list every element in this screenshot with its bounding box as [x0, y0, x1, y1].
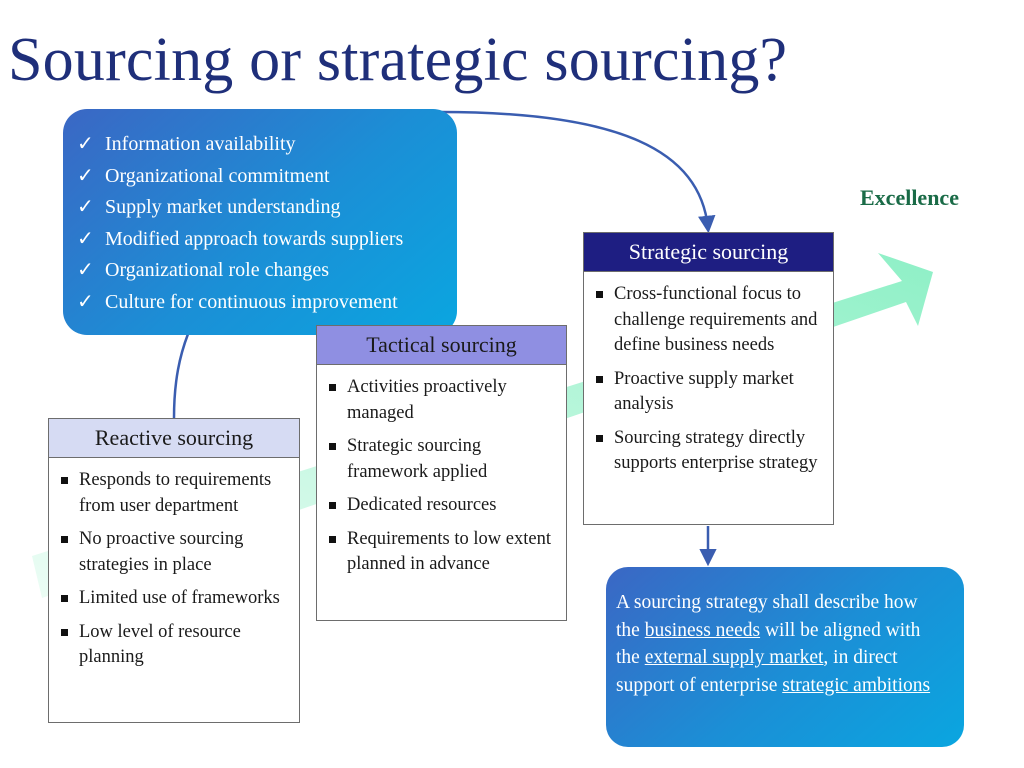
enabler-item: ✓Culture for continuous improvement	[77, 287, 457, 319]
excellence-label: Excellence	[860, 185, 959, 210]
list-item: No proactive sourcing strategies in plac…	[61, 527, 293, 578]
bullet-icon	[329, 443, 336, 450]
strategic-sourcing-list: Cross-functional focus to challenge requ…	[584, 272, 833, 477]
tactical-sourcing-list: Activities proactively managed Strategic…	[317, 365, 566, 578]
enablers-list: ✓Information availability ✓Organizationa…	[77, 129, 457, 318]
list-item: Strategic sourcing framework applied	[329, 434, 560, 485]
enablers-box: ✓Information availability ✓Organizationa…	[63, 109, 457, 335]
bullet-icon	[329, 502, 336, 509]
enabler-item: ✓Supply market understanding	[77, 192, 457, 224]
list-item: Low level of resource planning	[61, 620, 293, 671]
bullet-icon	[596, 434, 603, 442]
check-icon: ✓	[77, 133, 94, 155]
check-icon: ✓	[77, 290, 94, 313]
reactive-sourcing-heading: Reactive sourcing	[49, 419, 299, 458]
bullet-icon	[329, 384, 336, 391]
bullet-icon	[596, 375, 603, 383]
enabler-item: ✓Information availability	[77, 129, 457, 161]
check-icon: ✓	[77, 227, 94, 250]
reactive-sourcing-box: Reactive sourcing Responds to requiremen…	[48, 418, 300, 723]
enabler-item: ✓Organizational commitment	[77, 161, 457, 193]
bullet-icon	[61, 628, 68, 636]
connector-enablers-to-strategic	[439, 110, 716, 234]
external-supply-market-link: external supply market	[644, 647, 824, 668]
list-item: Limited use of frameworks	[61, 586, 293, 612]
sourcing-strategy-note: A sourcing strategy shall describe how t…	[606, 567, 964, 747]
list-item: Responds to requirements from user depar…	[61, 468, 293, 519]
bullet-icon	[61, 477, 68, 484]
check-icon: ✓	[77, 259, 94, 281]
strategic-ambitions-link: strategic ambitions	[782, 674, 931, 696]
bullet-icon	[61, 595, 68, 602]
tactical-sourcing-heading: Tactical sourcing	[317, 326, 566, 365]
check-icon: ✓	[77, 164, 94, 187]
list-item: Sourcing strategy directly supports ente…	[596, 426, 827, 477]
list-item: Activities proactively managed	[329, 375, 560, 426]
connector-reactive-to-enablers	[172, 333, 190, 419]
list-item: Requirements to low extent planned in ad…	[329, 527, 560, 578]
bullet-icon	[61, 536, 68, 543]
enabler-item: ✓Modified approach towards suppliers	[77, 224, 457, 256]
business-needs-link: business needs	[644, 619, 761, 641]
list-item: Dedicated resources	[329, 493, 560, 519]
bullet-icon	[329, 535, 336, 543]
bullet-icon	[596, 291, 603, 298]
strategic-sourcing-heading: Strategic sourcing	[584, 233, 833, 272]
check-icon: ✓	[77, 196, 94, 218]
strategic-sourcing-box: Strategic sourcing Cross-functional focu…	[583, 232, 834, 525]
page-title: Sourcing or strategic sourcing?	[8, 26, 788, 94]
tactical-sourcing-box: Tactical sourcing Activities proactively…	[316, 325, 567, 621]
reactive-sourcing-list: Responds to requirements from user depar…	[49, 458, 299, 671]
list-item: Cross-functional focus to challenge requ…	[596, 282, 827, 359]
list-item: Proactive supply market analysis	[596, 367, 827, 418]
enabler-item: ✓Organizational role changes	[77, 255, 457, 287]
